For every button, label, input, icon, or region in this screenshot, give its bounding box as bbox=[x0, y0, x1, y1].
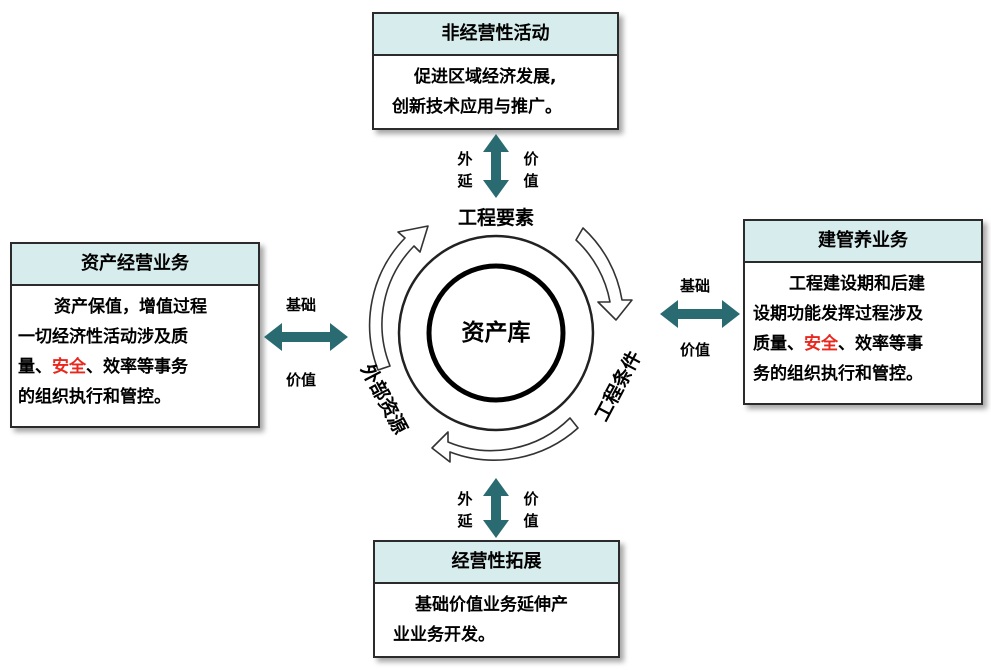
ring-label-engineering-elements: 工程要素 bbox=[457, 207, 534, 229]
connector-label: 价值 bbox=[523, 150, 539, 190]
connector-label: 价值 bbox=[286, 371, 317, 389]
construction-maintenance-box: 建管养业务 工程建设期和后建 设期功能发挥过程涉及 质量、安全、效率等事 务的组… bbox=[743, 219, 983, 405]
box-line: 设期功能发挥过程涉及 bbox=[753, 304, 923, 324]
double-arrow-right bbox=[660, 300, 740, 328]
safety-highlight: 安全 bbox=[52, 357, 86, 377]
connector-label: 外延 bbox=[457, 150, 473, 190]
connector-label: 基础 bbox=[680, 277, 711, 295]
box-line: 创新技术应用与推广。 bbox=[392, 97, 562, 117]
double-arrow-top bbox=[483, 134, 509, 198]
box-line: 基础价值业务延伸产 bbox=[415, 595, 568, 615]
cycle-arrow-bottom bbox=[431, 417, 579, 463]
box-line-highlight: 质量、安全、效率等事 bbox=[753, 329, 975, 359]
box-title: 建管养业务 bbox=[745, 221, 981, 263]
box-title: 经营性拓展 bbox=[375, 542, 618, 584]
connector-label: 基础 bbox=[286, 296, 317, 314]
box-line: 促进区域经济发展, bbox=[414, 67, 557, 87]
connector-label: 价值 bbox=[523, 490, 539, 530]
box-line-highlight: 量、安全、效率等事务 bbox=[18, 352, 252, 382]
ring-label-external-resources: 外部资源 bbox=[356, 360, 412, 438]
connector-label: 外延 bbox=[457, 490, 473, 530]
box-title: 资产经营业务 bbox=[12, 244, 258, 286]
box-line: 工程建设期和后建 bbox=[789, 274, 925, 294]
box-line: 业业务开发。 bbox=[393, 625, 495, 645]
double-arrow-bottom bbox=[483, 478, 509, 538]
connector-label: 价值 bbox=[680, 341, 711, 359]
text: 质量、 bbox=[753, 334, 804, 354]
box-line: 资产保值，增值过程 bbox=[54, 297, 207, 317]
box-line: 的组织执行和管控。 bbox=[18, 387, 171, 407]
box-line: 一切经济性活动涉及质 bbox=[18, 327, 188, 347]
box-title: 非经营性活动 bbox=[374, 14, 617, 56]
text: 、效率等事务 bbox=[86, 357, 188, 377]
cycle-arrow-right bbox=[575, 227, 633, 321]
double-arrow-left bbox=[264, 323, 348, 351]
text: 量、 bbox=[18, 357, 52, 377]
box-line: 务的组织执行和管控。 bbox=[753, 364, 923, 384]
cycle-arrow-left bbox=[368, 225, 429, 371]
text: 、效率等事 bbox=[838, 334, 923, 354]
operating-expansion-box: 经营性拓展 基础价值业务延伸产 业业务开发。 bbox=[373, 540, 620, 658]
non-operating-activity-box: 非经营性活动 促进区域经济发展, 创新技术应用与推广。 bbox=[372, 12, 619, 130]
asset-library-label: 资产库 bbox=[461, 320, 531, 346]
safety-highlight: 安全 bbox=[804, 334, 838, 354]
asset-operation-box: 资产经营业务 资产保值，增值过程 一切经济性活动涉及质 量、安全、效率等事务 的… bbox=[10, 242, 260, 428]
ring-label-engineering-conditions: 工程条件 bbox=[590, 347, 646, 425]
